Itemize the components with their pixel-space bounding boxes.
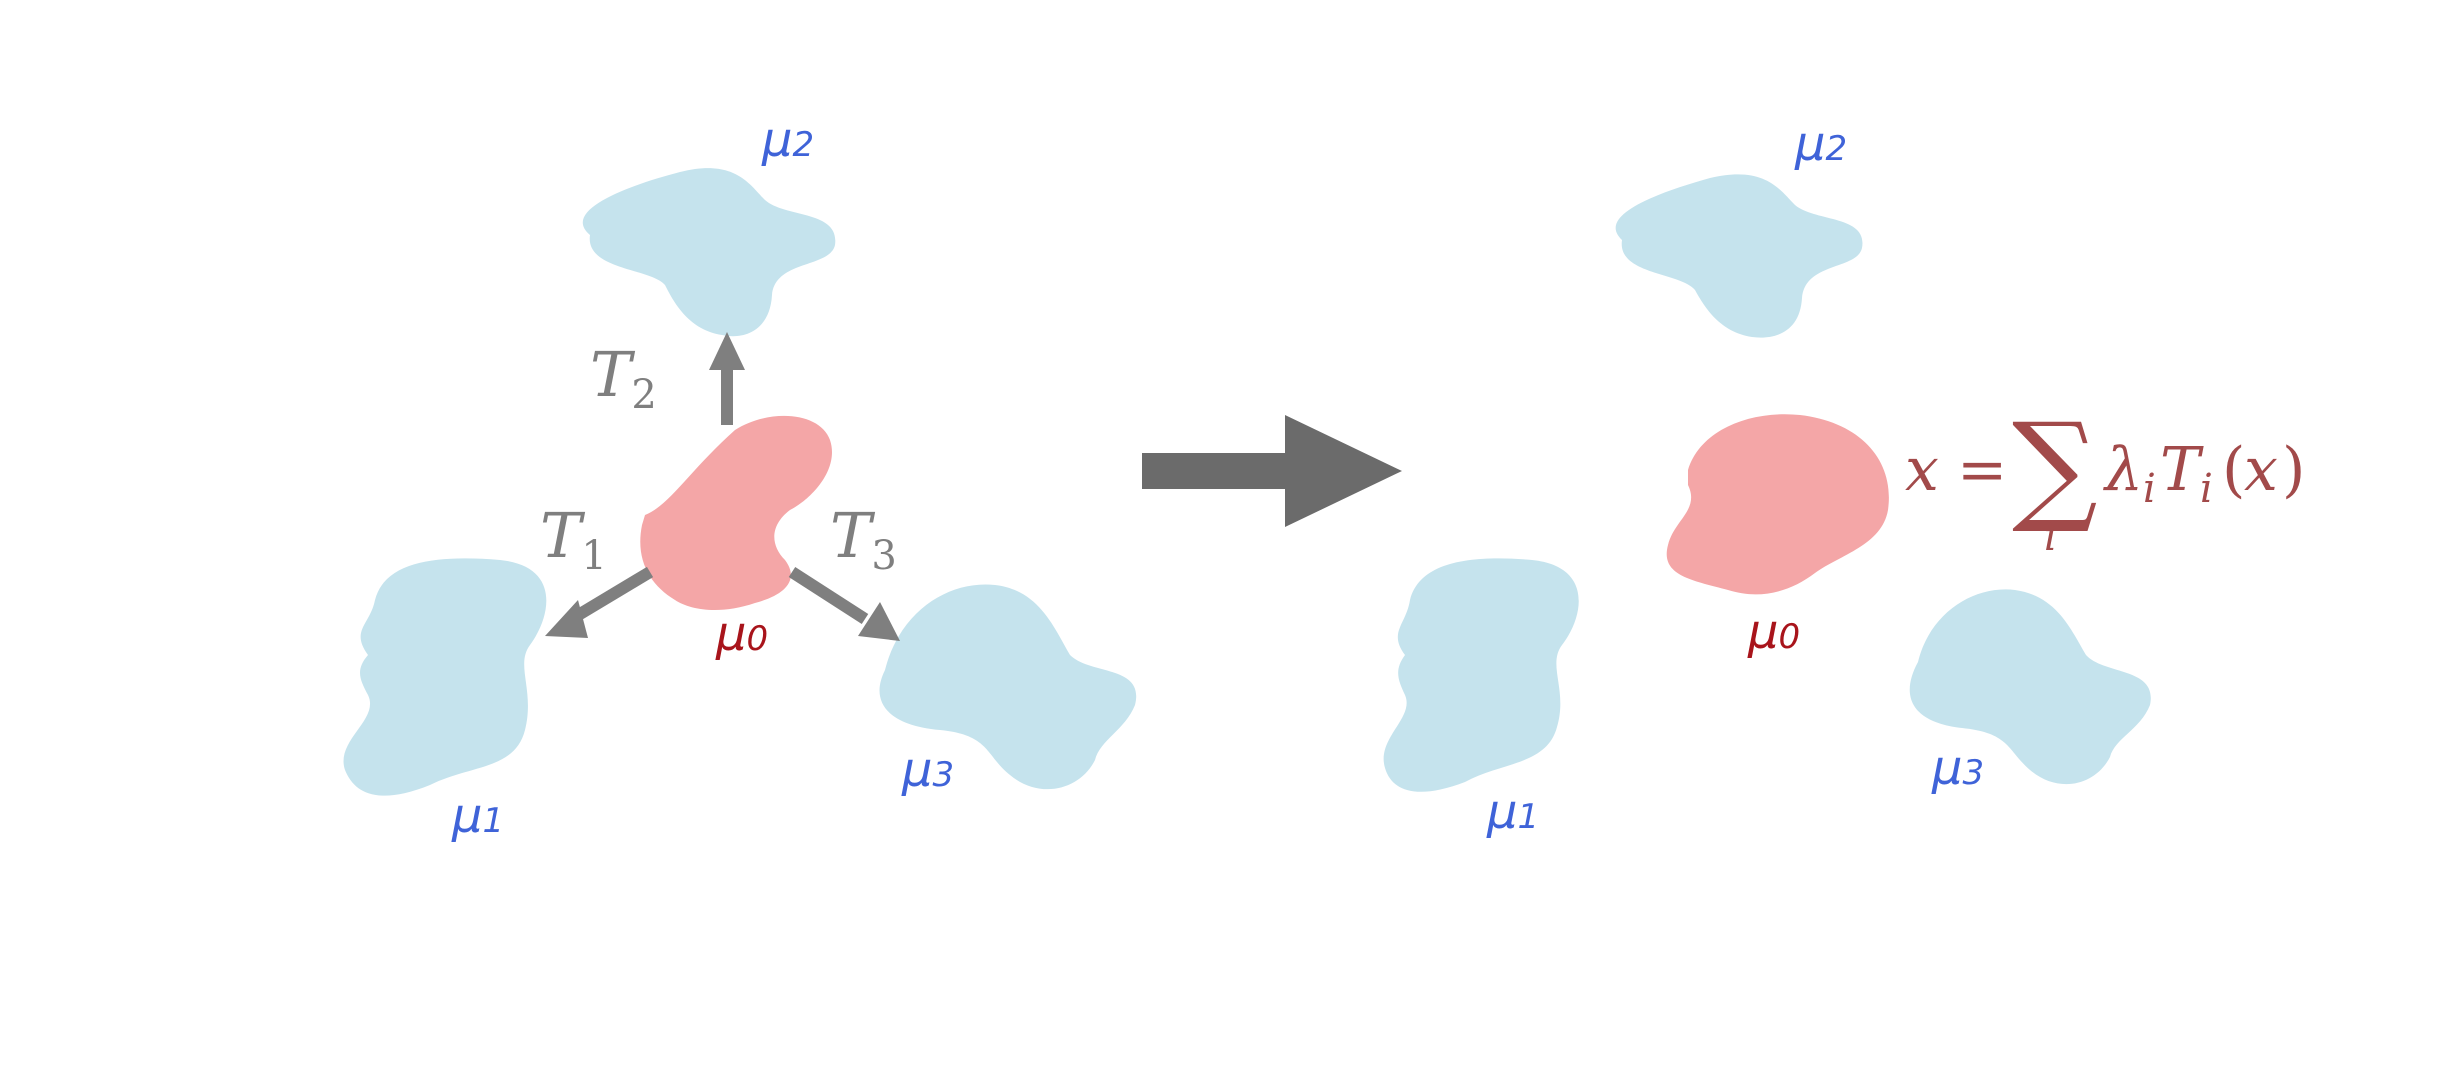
label-mu0-left: μ0: [715, 606, 768, 662]
label-t2: T2: [590, 338, 657, 418]
transition-arrow: [1142, 415, 1402, 527]
label-mu2-left: μ2: [761, 112, 814, 168]
blob-mu3-left: [879, 584, 1137, 790]
label-mu3-right: μ3: [1931, 740, 1984, 796]
right-panel: μ2 μ1 μ3 μ0 x = ∑ i λi Ti ( x ): [1383, 116, 2305, 840]
blob-mu0-right: [1666, 414, 1889, 595]
label-mu0-right: μ0: [1747, 604, 1800, 660]
label-mu2-right: μ2: [1794, 116, 1847, 172]
arrow-t2: [709, 332, 745, 425]
formula-arg: x: [2244, 435, 2278, 505]
formula-open-paren: (: [2222, 435, 2245, 505]
blob-mu1-right: [1383, 558, 1579, 792]
blob-mu2-left: [582, 168, 836, 337]
label-t3: T3: [830, 499, 897, 579]
label-mu1-right: μ1: [1486, 784, 1539, 840]
formula-lhs: x: [1905, 435, 1939, 505]
arrow-t1: [545, 566, 654, 638]
label-t1: T1: [540, 499, 607, 579]
formula-sigma: ∑: [2012, 398, 2098, 537]
formula-lambda: λi: [2103, 435, 2156, 512]
blob-mu2-right: [1615, 174, 1863, 338]
blob-mu1-left: [343, 558, 547, 796]
arrow-t3: [788, 566, 900, 641]
left-panel: μ2 μ1 μ3 μ0 T2 T1 T3: [343, 112, 1137, 844]
formula-sum-index: i: [2044, 514, 2057, 560]
blob-mu0-left: [640, 415, 832, 611]
barycenter-formula: x = ∑ i λi Ti ( x ): [1905, 398, 2305, 560]
formula-close-paren: ): [2282, 435, 2305, 505]
blob-mu3-right: [1909, 589, 2151, 785]
label-mu1-left: μ1: [451, 788, 504, 844]
formula-t: Ti: [2160, 435, 2213, 512]
formula-equals: =: [1957, 435, 2007, 505]
label-mu3-left: μ3: [901, 742, 954, 798]
